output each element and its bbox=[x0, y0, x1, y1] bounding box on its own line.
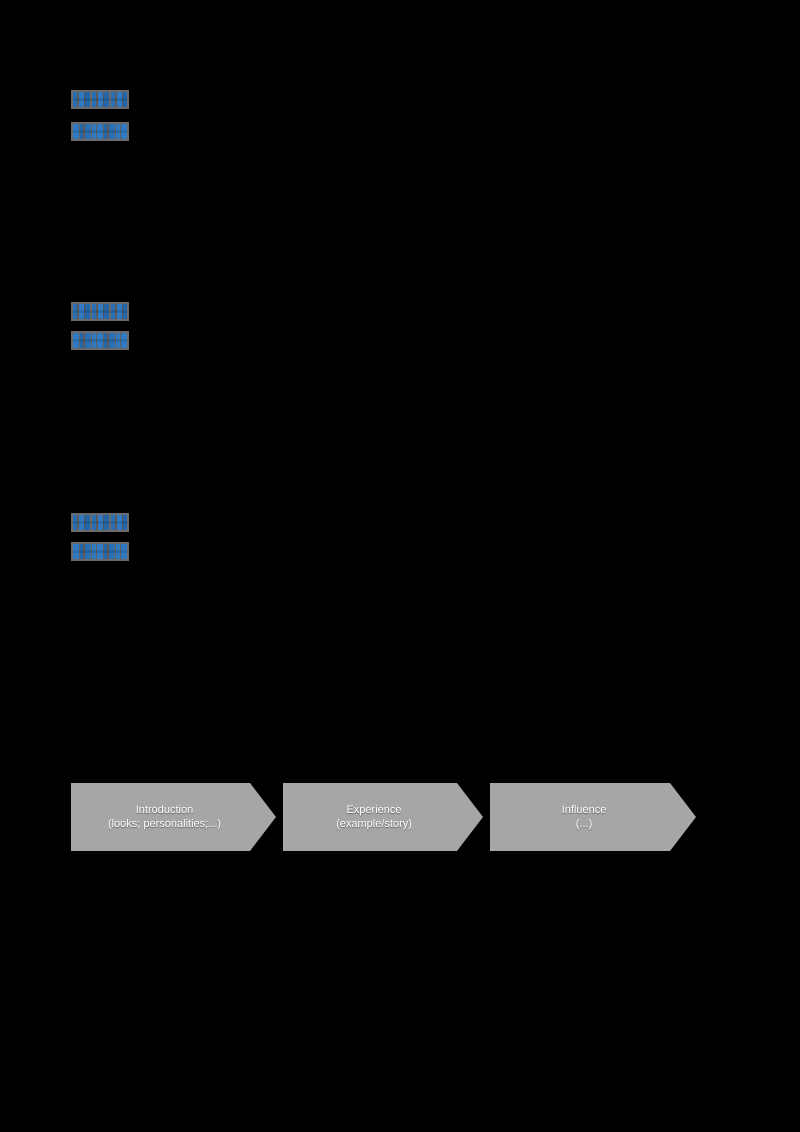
process-step-influence[interactable]: Influence (...) bbox=[490, 783, 696, 851]
chevron-shape bbox=[71, 783, 276, 851]
process-step-label: Introduction (looks; personalities;...) bbox=[108, 803, 239, 831]
redacted-ink bbox=[73, 304, 127, 319]
redacted-group-1 bbox=[71, 90, 129, 141]
redacted-ink bbox=[73, 333, 127, 348]
process-step-subtitle: (example/story) bbox=[336, 818, 412, 830]
process-step-title: Influence bbox=[561, 804, 607, 816]
process-diagram: Introduction (looks; personalities;...) … bbox=[71, 783, 701, 859]
redacted-group-3 bbox=[71, 513, 129, 561]
process-step-subtitle: (...) bbox=[575, 818, 593, 830]
process-step-title: Introduction bbox=[135, 804, 194, 816]
redacted-highlight-line bbox=[71, 302, 129, 321]
redacted-highlight-line bbox=[71, 90, 129, 109]
process-step-label: Influence (...) bbox=[562, 803, 625, 831]
redacted-highlight-line bbox=[71, 122, 129, 141]
chevron-shape bbox=[490, 783, 696, 851]
process-step-introduction[interactable]: Introduction (looks; personalities;...) bbox=[71, 783, 276, 851]
redacted-highlight-line bbox=[71, 513, 129, 532]
process-step-experience[interactable]: Experience (example/story) bbox=[283, 783, 483, 851]
redacted-highlight-line bbox=[71, 331, 129, 350]
redacted-ink bbox=[73, 515, 127, 530]
process-step-title: Experience bbox=[346, 804, 402, 816]
redacted-ink bbox=[73, 544, 127, 559]
chevron-shape bbox=[283, 783, 483, 851]
redacted-group-2 bbox=[71, 302, 129, 350]
redacted-ink bbox=[73, 124, 127, 139]
process-step-subtitle: (looks; personalities;...) bbox=[107, 818, 222, 830]
process-step-label: Experience (example/story) bbox=[336, 803, 430, 831]
redacted-highlight-line bbox=[71, 542, 129, 561]
redacted-ink bbox=[73, 92, 127, 107]
